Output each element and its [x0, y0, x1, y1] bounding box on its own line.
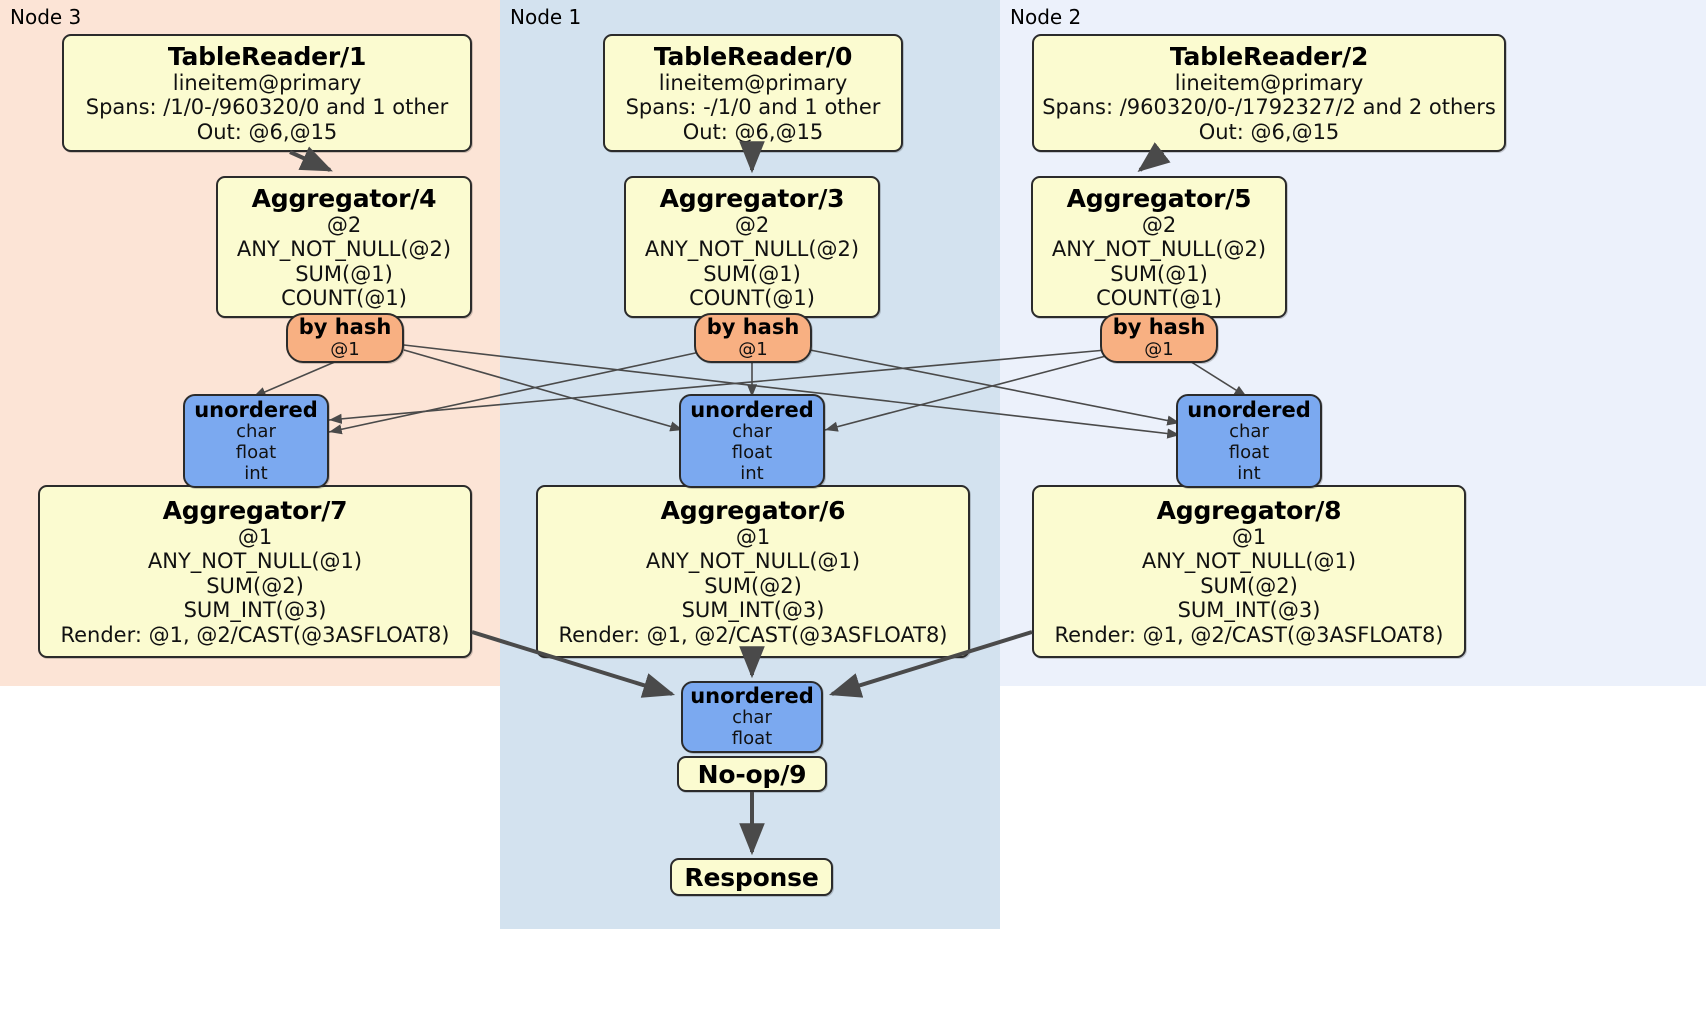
synchronizer-line: int	[244, 462, 268, 484]
processor-line: COUNT(@1)	[689, 285, 815, 310]
synchronizer-line: char	[236, 420, 276, 442]
processor-title: Aggregator/7	[162, 496, 348, 526]
processor-line: @2	[1141, 212, 1177, 237]
processor-title: TableReader/1	[167, 41, 367, 71]
processor-line: SUM_INT(@3)	[1177, 598, 1321, 623]
processor-table-reader-0[interactable]: TableReader/0 lineitem@primary Spans: -/…	[603, 34, 903, 152]
processor-title: Aggregator/4	[251, 183, 437, 213]
processor-line: @1	[237, 525, 273, 550]
processor-line: Render: @1, @2/CAST(@3ASFLOAT8)	[60, 622, 450, 647]
processor-line: SUM(@2)	[206, 573, 304, 598]
processor-line: lineitem@primary	[1174, 70, 1364, 95]
processor-line: Render: @1, @2/CAST(@3ASFLOAT8)	[558, 622, 948, 647]
processor-line: ANY_NOT_NULL(@1)	[147, 549, 363, 574]
processor-line: ANY_NOT_NULL(@1)	[645, 549, 861, 574]
router-line: @1	[330, 338, 360, 360]
processor-aggregator-6[interactable]: Aggregator/6 @1 ANY_NOT_NULL(@1) SUM(@2)…	[536, 485, 970, 658]
processor-line: SUM(@2)	[704, 573, 802, 598]
processor-line: Out: @6,@15	[196, 119, 338, 144]
processor-line: ANY_NOT_NULL(@2)	[1051, 237, 1267, 262]
processor-line: @1	[1231, 525, 1267, 550]
synchronizer-line: float	[731, 441, 773, 463]
node-panel-label-node2: Node 2	[1010, 5, 1082, 29]
router-line: @1	[738, 338, 768, 360]
processor-line: lineitem@primary	[172, 70, 362, 95]
processor-line: SUM_INT(@3)	[681, 598, 825, 623]
router-line: @1	[1144, 338, 1174, 360]
processor-title: TableReader/2	[1169, 41, 1369, 71]
processor-line: SUM(@2)	[1200, 573, 1298, 598]
processor-title: No-op/9	[697, 759, 807, 789]
synchronizer-line: float	[731, 728, 773, 750]
synchronizer-unordered-left[interactable]: unordered char float int	[183, 394, 329, 488]
processor-line: Out: @6,@15	[1198, 119, 1340, 144]
synchronizer-unordered-right[interactable]: unordered char float int	[1176, 394, 1322, 488]
processor-line: SUM(@1)	[295, 261, 393, 286]
processor-table-reader-1[interactable]: TableReader/1 lineitem@primary Spans: /1…	[62, 34, 472, 152]
router-by-hash-center[interactable]: by hash @1	[694, 313, 812, 363]
router-by-hash-left[interactable]: by hash @1	[286, 313, 404, 363]
processor-aggregator-5[interactable]: Aggregator/5 @2 ANY_NOT_NULL(@2) SUM(@1)…	[1031, 176, 1287, 318]
processor-title: Aggregator/5	[1066, 183, 1252, 213]
router-title: by hash	[1112, 315, 1206, 340]
processor-line: SUM(@1)	[703, 261, 801, 286]
synchronizer-line: int	[1237, 462, 1261, 484]
processor-line: COUNT(@1)	[1096, 285, 1222, 310]
processor-title: Aggregator/8	[1156, 496, 1342, 526]
processor-title: Response	[684, 862, 819, 892]
synchronizer-line: char	[732, 707, 772, 729]
processor-line: ANY_NOT_NULL(@2)	[644, 237, 860, 262]
node-panel-label-node3: Node 3	[10, 5, 82, 29]
processor-line: COUNT(@1)	[281, 285, 407, 310]
synchronizer-line: int	[740, 462, 764, 484]
node-panel-label-node1: Node 1	[510, 5, 582, 29]
processor-title: Aggregator/3	[659, 183, 845, 213]
processor-line: Spans: /1/0-/960320/0 and 1 other	[85, 95, 449, 120]
processor-title: Aggregator/6	[660, 496, 846, 526]
router-title: by hash	[298, 315, 392, 340]
synchronizer-line: float	[1228, 441, 1270, 463]
router-title: by hash	[706, 315, 800, 340]
synchronizer-title: unordered	[690, 397, 814, 422]
synchronizer-unordered-final[interactable]: unordered char float	[681, 681, 823, 753]
processor-line: Render: @1, @2/CAST(@3ASFLOAT8)	[1054, 622, 1444, 647]
synchronizer-line: char	[732, 420, 772, 442]
processor-table-reader-2[interactable]: TableReader/2 lineitem@primary Spans: /9…	[1032, 34, 1506, 152]
synchronizer-unordered-center[interactable]: unordered char float int	[679, 394, 825, 488]
processor-line: SUM_INT(@3)	[183, 598, 327, 623]
processor-line: @2	[326, 212, 362, 237]
processor-noop-9[interactable]: No-op/9	[677, 756, 827, 792]
processor-aggregator-7[interactable]: Aggregator/7 @1 ANY_NOT_NULL(@1) SUM(@2)…	[38, 485, 472, 658]
processor-line: ANY_NOT_NULL(@1)	[1141, 549, 1357, 574]
processor-line: ANY_NOT_NULL(@2)	[236, 237, 452, 262]
processor-line: Spans: /960320/0-/1792327/2 and 2 others	[1042, 95, 1496, 120]
processor-response[interactable]: Response	[670, 858, 833, 896]
processor-line: SUM(@1)	[1110, 261, 1208, 286]
synchronizer-title: unordered	[194, 397, 318, 422]
synchronizer-title: unordered	[1187, 397, 1311, 422]
synchronizer-title: unordered	[690, 683, 814, 708]
router-by-hash-right[interactable]: by hash @1	[1100, 313, 1218, 363]
processor-aggregator-3[interactable]: Aggregator/3 @2 ANY_NOT_NULL(@2) SUM(@1)…	[624, 176, 880, 318]
synchronizer-line: char	[1229, 420, 1269, 442]
synchronizer-line: float	[235, 441, 277, 463]
processor-aggregator-4[interactable]: Aggregator/4 @2 ANY_NOT_NULL(@2) SUM(@1)…	[216, 176, 472, 318]
processor-line: Spans: -/1/0 and 1 other	[625, 95, 881, 120]
processor-line: lineitem@primary	[658, 70, 848, 95]
processor-line: Out: @6,@15	[682, 119, 824, 144]
processor-line: @2	[734, 212, 770, 237]
processor-title: TableReader/0	[653, 41, 853, 71]
processor-line: @1	[735, 525, 771, 550]
processor-aggregator-8[interactable]: Aggregator/8 @1 ANY_NOT_NULL(@1) SUM(@2)…	[1032, 485, 1466, 658]
